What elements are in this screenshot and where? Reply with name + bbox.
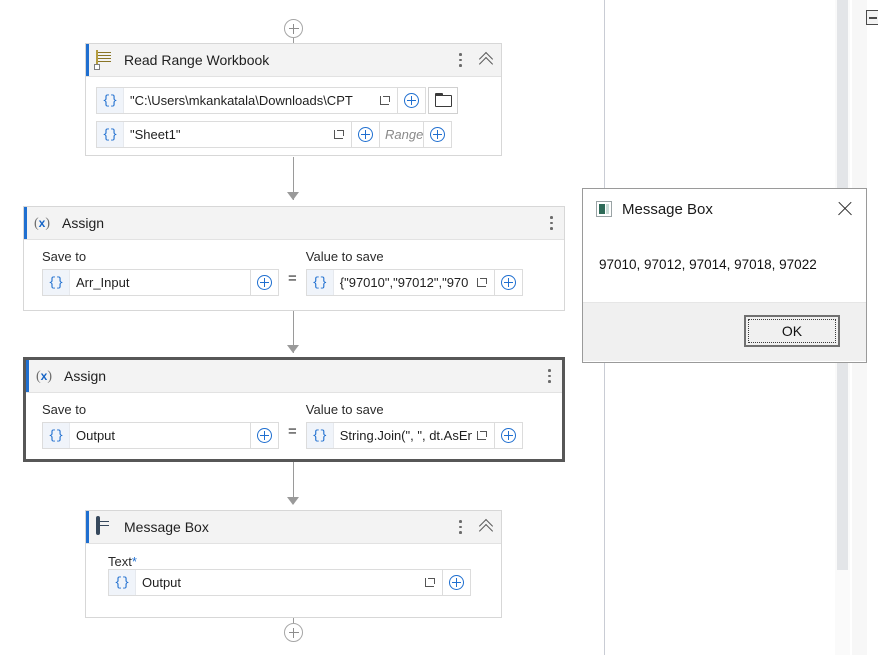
value-to-save-value: {"97010","97012","970: [339, 275, 469, 290]
save-to-label: Save to: [42, 402, 87, 417]
connector-arrow: [287, 345, 299, 353]
expression-braces-icon: {}: [43, 270, 70, 295]
expression-braces-icon: {}: [97, 122, 124, 147]
activity-header[interactable]: (x) Assign: [24, 207, 564, 240]
message-box-icon: [96, 515, 115, 537]
equals-sign: =: [288, 423, 297, 440]
minimize-panel-icon[interactable]: [866, 10, 878, 25]
activity-card-assign-output[interactable]: (x) Assign Save to {} Output: [23, 357, 565, 462]
value-to-save-input[interactable]: {} {"97010","97012","970: [305, 269, 495, 296]
activity-card-assign-arr-input[interactable]: (x) Assign Save to {} Arr_Input: [23, 206, 565, 311]
connector-arrow: [287, 192, 299, 200]
connector-line: [292, 311, 294, 353]
add-activity-node-bottom[interactable]: [284, 623, 303, 642]
dialog-body: 97010, 97012, 97014, 97018, 97022: [583, 229, 866, 302]
activity-title: Assign: [64, 368, 107, 384]
value-to-save-group: Value to save {} String.Join(", ", dt.As…: [305, 402, 523, 449]
expression-braces-icon: {}: [97, 88, 124, 113]
assign-icon: (x): [36, 368, 53, 384]
value-to-save-group: Value to save {} {"97010","97012","970: [305, 249, 523, 296]
folder-icon[interactable]: [428, 87, 458, 114]
activity-header[interactable]: Read Range Workbook: [86, 44, 501, 77]
text-field-label: Text*: [108, 554, 137, 569]
sheet-name-plus-button[interactable]: [352, 121, 380, 148]
open-editor-icon[interactable]: [375, 88, 397, 113]
save-to-value: Output: [76, 428, 116, 443]
activity-title: Assign: [62, 215, 105, 231]
connector-line: [292, 462, 294, 504]
ok-button-label: OK: [781, 323, 803, 339]
activity-card-message-box[interactable]: Message Box Text* {} Output: [85, 510, 502, 618]
activity-header[interactable]: Message Box: [86, 511, 501, 544]
workbook-path-row[interactable]: {} "C:\Users\mkankatala\Downloads\CPT: [96, 87, 491, 114]
expression-braces-icon: {}: [306, 423, 334, 448]
workbook-path-value: "C:\Users\mkankatala\Downloads\CPT: [130, 93, 353, 108]
connector-line: [292, 618, 294, 623]
open-editor-icon[interactable]: [472, 270, 494, 295]
kebab-menu-icon[interactable]: [453, 519, 467, 535]
value-to-save-plus-button[interactable]: [494, 422, 523, 449]
save-to-plus-button[interactable]: [251, 422, 279, 449]
expression-braces-icon: {}: [43, 423, 70, 448]
dialog-footer: OK: [583, 302, 866, 361]
activity-header[interactable]: (x) Assign: [26, 360, 562, 393]
message-box-dialog[interactable]: Message Box 97010, 97012, 97014, 97018, …: [582, 188, 867, 363]
required-marker: *: [131, 554, 137, 569]
workbook-path-plus-button[interactable]: [398, 87, 426, 114]
open-editor-icon[interactable]: [420, 570, 442, 595]
kebab-menu-icon[interactable]: [542, 368, 556, 384]
sheet-name-value: "Sheet1": [130, 127, 181, 142]
save-to-group: Save to {} Arr_Input: [42, 249, 279, 296]
connector-line: [292, 157, 294, 200]
message-text-input[interactable]: {} Output: [108, 569, 443, 596]
kebab-menu-icon[interactable]: [453, 52, 467, 68]
save-to-label: Save to: [42, 249, 87, 264]
workflow-canvas[interactable]: Read Range Workbook {} "C:\Users\mkankat…: [0, 0, 604, 655]
expression-braces-icon: {}: [109, 570, 136, 595]
value-to-save-value: String.Join(", ", dt.AsEn: [339, 428, 472, 443]
chevron-up-icon[interactable]: [478, 518, 495, 539]
range-input[interactable]: Range: [380, 121, 424, 148]
add-activity-node-top[interactable]: [284, 19, 303, 38]
sheet-name-input[interactable]: {} "Sheet1": [96, 121, 352, 148]
kebab-menu-icon[interactable]: [544, 215, 558, 231]
assign-icon: (x): [34, 215, 51, 231]
save-to-value: Arr_Input: [76, 275, 130, 290]
message-text-plus-button[interactable]: [443, 569, 471, 596]
close-icon[interactable]: [834, 198, 856, 220]
text-label-text: Text: [108, 554, 132, 569]
activity-title: Read Range Workbook: [124, 52, 270, 68]
equals-sign: =: [288, 270, 297, 287]
value-to-save-plus-button[interactable]: [494, 269, 523, 296]
open-editor-icon[interactable]: [472, 423, 494, 448]
dialog-title: Message Box: [622, 200, 713, 218]
range-plus-button[interactable]: [424, 121, 452, 148]
dialog-message: 97010, 97012, 97014, 97018, 97022: [599, 257, 817, 272]
workbook-icon: [96, 49, 115, 70]
message-text-value: Output: [142, 575, 182, 590]
ok-button[interactable]: OK: [744, 315, 840, 347]
save-to-plus-button[interactable]: [251, 269, 279, 296]
activity-title: Message Box: [124, 519, 209, 535]
value-to-save-label: Value to save: [305, 402, 384, 417]
sheet-name-row[interactable]: {} "Sheet1" Range: [96, 121, 491, 148]
save-to-group: Save to {} Output: [42, 402, 279, 449]
save-to-input[interactable]: {} Arr_Input: [42, 269, 251, 296]
dialog-title-bar[interactable]: Message Box: [583, 189, 866, 229]
message-text-row[interactable]: {} Output: [108, 569, 489, 596]
expression-braces-icon: {}: [306, 270, 334, 295]
chevron-up-icon[interactable]: [478, 51, 495, 72]
connector-line: [292, 38, 294, 43]
connector-arrow: [287, 497, 299, 505]
activity-card-read-range-workbook[interactable]: Read Range Workbook {} "C:\Users\mkankat…: [85, 43, 502, 156]
save-to-input[interactable]: {} Output: [42, 422, 251, 449]
open-editor-icon[interactable]: [329, 122, 351, 147]
value-to-save-label: Value to save: [305, 249, 384, 264]
app-window-icon: [596, 201, 612, 217]
workbook-path-input[interactable]: {} "C:\Users\mkankatala\Downloads\CPT: [96, 87, 398, 114]
value-to-save-input[interactable]: {} String.Join(", ", dt.AsEn: [305, 422, 495, 449]
